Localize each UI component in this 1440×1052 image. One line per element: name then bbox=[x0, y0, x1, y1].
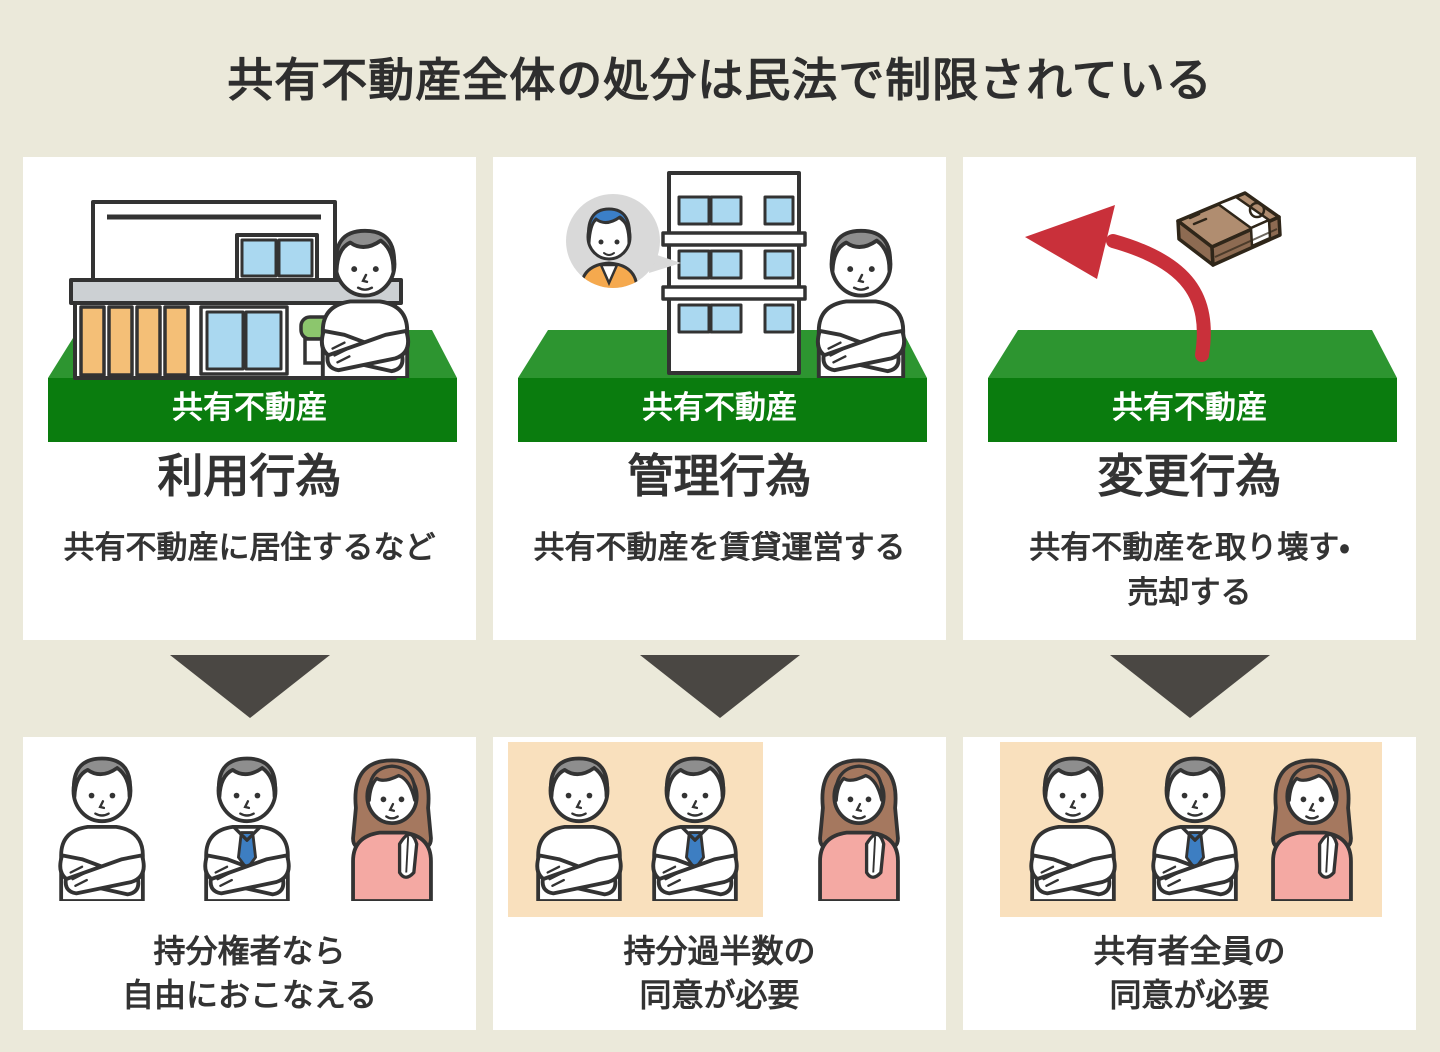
bottom-card-use-consent: 持分権者なら 自由におこなえる bbox=[23, 737, 476, 1030]
co-owners-illustration bbox=[535, 756, 900, 901]
platform-label: 共有不動産 bbox=[642, 390, 797, 425]
co-owner-man-icon bbox=[535, 756, 623, 901]
description-line: 共有不動産を取り壊す・ bbox=[1029, 530, 1350, 565]
down-arrow-icon bbox=[640, 655, 800, 718]
column-heading: 利用行為 bbox=[157, 450, 342, 502]
top-card-use-act: 共有不動産 利用行為 共有不動産に居住するなど bbox=[23, 157, 476, 640]
description-line: 共有不動産を賃貸運営する bbox=[533, 530, 906, 565]
apartment-icon bbox=[661, 171, 807, 375]
column-description: 共有不動産を賃貸運営する bbox=[493, 525, 946, 570]
bottom-card-management-consent: 持分過半数の 同意が必要 bbox=[493, 737, 946, 1030]
co-owner-man-tie-icon bbox=[1151, 756, 1239, 901]
top-card-alteration-act: 共有不動産 変更行為 共有不動産を取り壊す・ 売却する bbox=[963, 157, 1416, 640]
tenant-speech-bubble-icon bbox=[566, 194, 681, 288]
co-owner-woman-icon bbox=[1271, 758, 1353, 901]
owner-man-icon bbox=[815, 228, 907, 378]
consent-caption: 持分過半数の 同意が必要 bbox=[493, 929, 946, 1017]
platform-label: 共有不動産 bbox=[172, 390, 327, 425]
column-description: 共有不動産に居住するなど bbox=[23, 525, 476, 570]
co-owner-man-icon bbox=[1029, 756, 1117, 901]
tenant-person-icon bbox=[579, 207, 639, 288]
land-platform-icon bbox=[988, 330, 1397, 442]
co-owner-woman-icon bbox=[818, 758, 900, 901]
apartment-on-shared-land-illustration bbox=[518, 171, 927, 442]
column-heading: 管理行為 bbox=[627, 450, 812, 502]
down-arrow-icon bbox=[1110, 655, 1270, 718]
owner-man-icon bbox=[319, 228, 411, 378]
top-card-management-act: 共有不動産 管理行為 共有不動産を賃貸運営する bbox=[493, 157, 946, 640]
co-owners-illustration bbox=[1029, 756, 1353, 901]
caption-line: 持分過半数の bbox=[623, 933, 816, 969]
co-owner-man-icon bbox=[58, 756, 146, 901]
co-owner-woman-icon bbox=[351, 758, 433, 901]
money-leaving-land-illustration bbox=[988, 191, 1397, 442]
caption-line: 同意が必要 bbox=[1109, 977, 1270, 1013]
description-line: 売却する bbox=[1127, 575, 1252, 610]
consent-caption: 共有者全員の 同意が必要 bbox=[963, 929, 1416, 1017]
caption-line: 自由におこなえる bbox=[121, 977, 378, 1013]
money-icon bbox=[1176, 191, 1282, 267]
sell-arrow-icon bbox=[1025, 205, 1211, 362]
column-heading: 変更行為 bbox=[1097, 450, 1282, 502]
house-on-shared-land-illustration bbox=[48, 200, 457, 442]
page-title: 共有不動産全体の処分は民法で制限されている bbox=[227, 54, 1213, 106]
bottom-card-alteration-consent: 共有者全員の 同意が必要 bbox=[963, 737, 1416, 1030]
co-owner-man-tie-icon bbox=[651, 756, 739, 901]
column-description: 共有不動産を取り壊す・ 売却する bbox=[963, 525, 1416, 615]
description-line: 共有不動産に居住するなど bbox=[63, 530, 436, 565]
co-owner-man-tie-icon bbox=[203, 756, 291, 901]
caption-line: 同意が必要 bbox=[639, 977, 800, 1013]
co-owners-illustration bbox=[58, 756, 433, 901]
platform-label: 共有不動産 bbox=[1112, 390, 1267, 425]
caption-line: 持分権者なら bbox=[153, 933, 346, 969]
caption-line: 共有者全員の bbox=[1093, 933, 1286, 969]
consent-caption: 持分権者なら 自由におこなえる bbox=[23, 929, 476, 1017]
down-arrow-icon bbox=[170, 655, 330, 718]
